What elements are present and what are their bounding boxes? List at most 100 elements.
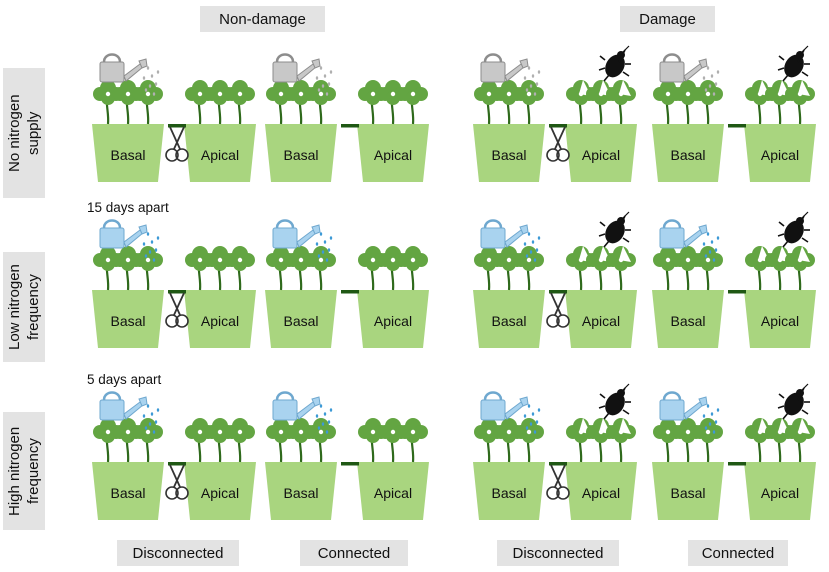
water-drops-icon <box>702 66 720 96</box>
scissors-icon <box>546 126 570 162</box>
water-drops-icon <box>702 404 720 434</box>
watering-can-icon <box>659 391 720 434</box>
scissors-icon <box>165 464 189 500</box>
plant-icon <box>398 80 428 125</box>
pot-icon <box>473 462 545 520</box>
water-drops-icon <box>142 404 160 434</box>
stolon-connector-icon <box>549 462 567 466</box>
header-non-damage: Non-damage <box>200 6 325 32</box>
basal-pot: Basal <box>265 124 337 182</box>
plant-icon <box>358 418 388 463</box>
plant-icon <box>133 80 163 125</box>
basal-pot: Basal <box>265 290 337 348</box>
watering-can-icon <box>272 391 333 434</box>
row-note-low-nitrogen: 15 days apart <box>87 200 169 215</box>
plant-icon <box>93 418 123 463</box>
apical-pot-label: Apical <box>761 485 799 501</box>
water-drops-icon <box>523 404 541 434</box>
pot-icon <box>92 290 164 348</box>
plant-icon <box>113 418 143 463</box>
plant-icon <box>494 246 524 291</box>
plant-icon <box>494 418 524 463</box>
plant-icon <box>566 418 596 463</box>
plant-icon <box>494 80 524 125</box>
footer-connected-non-damage: Connected <box>300 540 408 566</box>
footer-disconnected-damage: Disconnected <box>497 540 619 566</box>
plant-icon <box>474 246 504 291</box>
beetle-icon <box>777 211 810 248</box>
plant-icon <box>653 418 683 463</box>
plant-icon <box>566 80 596 125</box>
plant-icon <box>693 418 723 463</box>
plant-icon <box>306 80 336 125</box>
plant-icon <box>606 80 636 125</box>
apical-pot: Apical <box>184 290 256 348</box>
pot-icon <box>744 124 816 182</box>
pot-icon <box>357 462 429 520</box>
plant-icon <box>113 246 143 291</box>
apical-pot: Apical <box>744 290 816 348</box>
stolon-connector-icon <box>168 290 186 294</box>
pot-icon <box>265 462 337 520</box>
plant-icon <box>266 246 296 291</box>
apical-pot-label: Apical <box>582 313 620 329</box>
plant-icon <box>785 246 815 291</box>
pot-icon <box>473 124 545 182</box>
pot-icon <box>92 462 164 520</box>
plant-icon <box>225 418 255 463</box>
pot-icon <box>652 124 724 182</box>
scissors-icon <box>165 126 189 162</box>
plant-icon <box>286 246 316 291</box>
stolon-connector-icon <box>549 290 567 294</box>
water-drops-icon <box>142 232 160 262</box>
plant-icon <box>745 246 775 291</box>
pot-icon <box>744 290 816 348</box>
beetle-icon <box>598 45 631 82</box>
plant-icon <box>785 80 815 125</box>
plant-icon <box>586 246 616 291</box>
plant-icon <box>133 418 163 463</box>
plant-icon <box>205 246 235 291</box>
plant-icon <box>358 80 388 125</box>
plant-icon <box>266 80 296 125</box>
apical-pot: Apical <box>565 124 637 182</box>
plant-icon <box>286 418 316 463</box>
apical-pot: Apical <box>565 290 637 348</box>
plant-icon <box>765 80 795 125</box>
basal-pot: Basal <box>92 290 164 348</box>
pot-icon <box>565 124 637 182</box>
footer-disconnected-non-damage: Disconnected <box>117 540 239 566</box>
plant-icon <box>225 246 255 291</box>
stolon-connector-icon <box>341 290 359 294</box>
pot-icon <box>357 124 429 182</box>
stolon-connector-icon <box>728 462 746 466</box>
row-note-high-nitrogen: 5 days apart <box>87 372 162 387</box>
apical-pot-label: Apical <box>201 147 239 163</box>
basal-pot: Basal <box>92 124 164 182</box>
beetle-icon <box>777 383 810 420</box>
beetle-icon <box>598 383 631 420</box>
pot-icon <box>184 290 256 348</box>
pot-icon <box>357 290 429 348</box>
apical-pot-label: Apical <box>374 485 412 501</box>
plant-icon <box>185 246 215 291</box>
pot-icon <box>265 290 337 348</box>
basal-pot-label: Basal <box>283 313 318 329</box>
plant-icon <box>653 246 683 291</box>
watering-can-icon <box>659 219 720 262</box>
basal-pot-label: Basal <box>110 485 145 501</box>
plant-icon <box>745 418 775 463</box>
water-drops-icon <box>702 232 720 262</box>
watering-can-icon <box>272 219 333 262</box>
basal-pot-label: Basal <box>670 147 705 163</box>
scissors-icon <box>546 292 570 328</box>
plant-icon <box>566 246 596 291</box>
basal-pot: Basal <box>92 462 164 520</box>
plant-icon <box>205 80 235 125</box>
plant-icon <box>586 80 616 125</box>
stolon-connector-icon <box>341 462 359 466</box>
watering-can-icon <box>480 53 541 96</box>
plant-icon <box>378 246 408 291</box>
scissors-icon <box>546 464 570 500</box>
watering-can-icon <box>99 219 160 262</box>
